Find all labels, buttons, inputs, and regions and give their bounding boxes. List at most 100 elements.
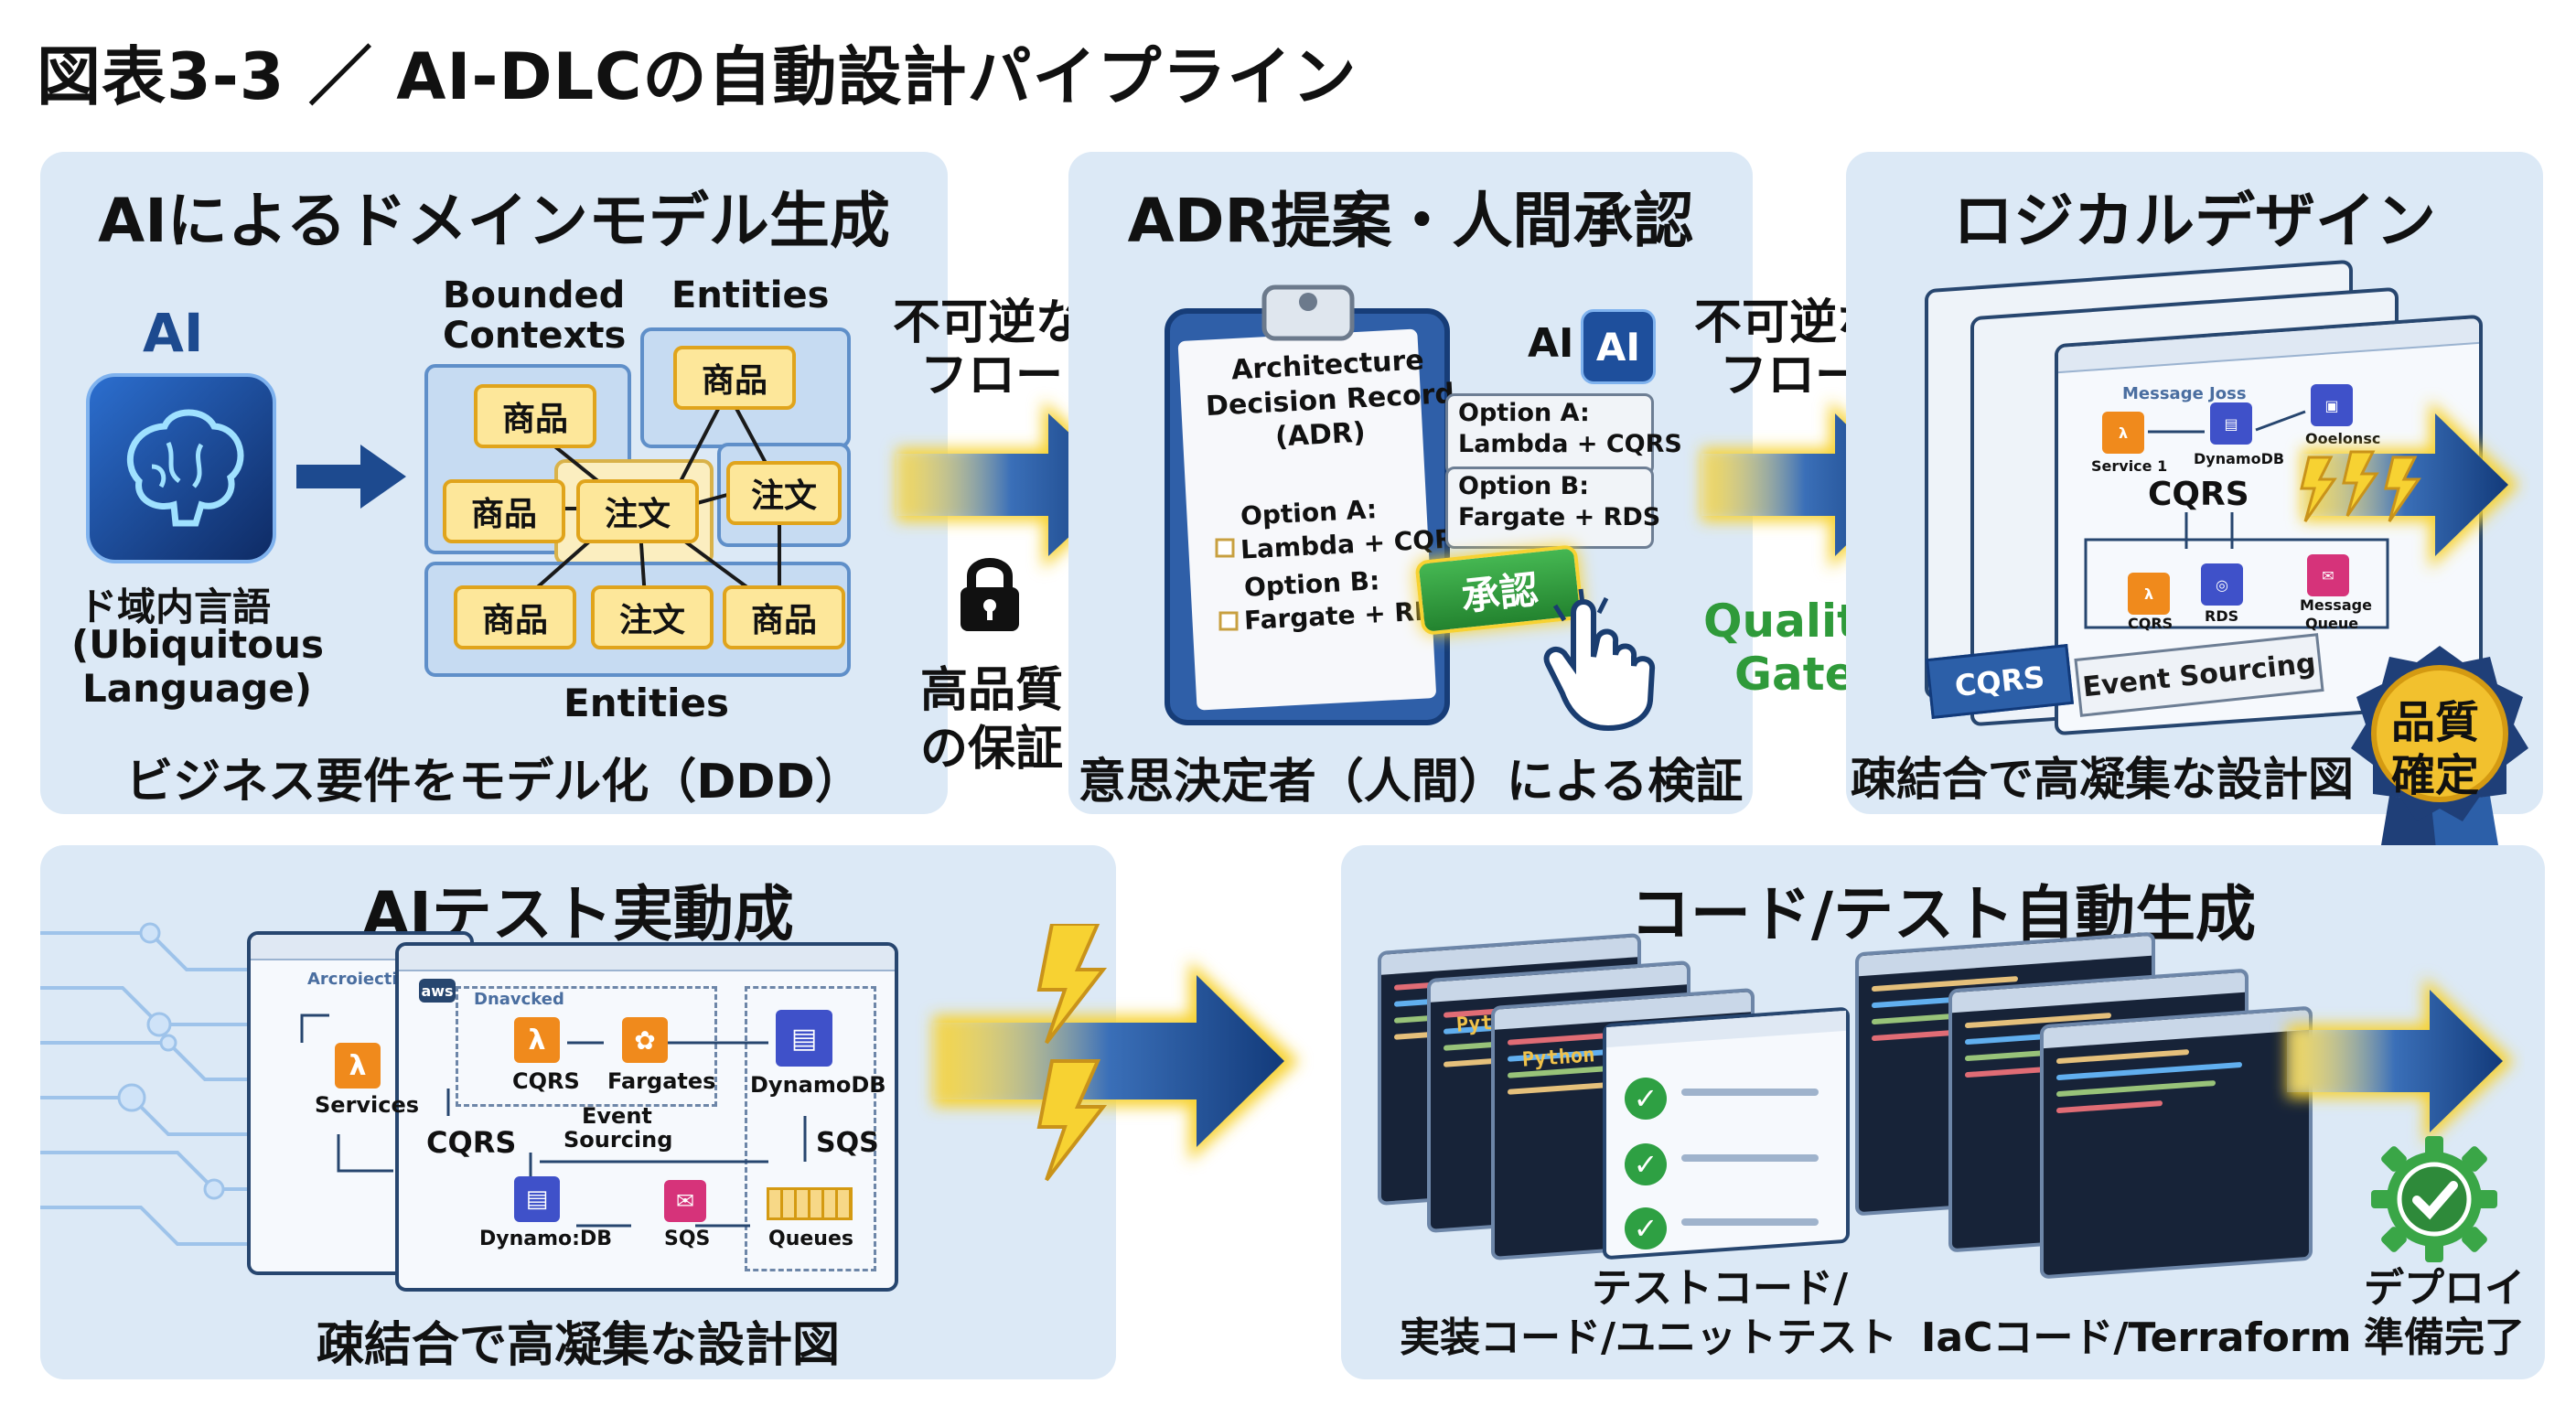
rds-label: RDS — [2205, 607, 2239, 625]
entity-chip: 注文 — [726, 461, 842, 525]
rds-icon: ◎ — [2201, 563, 2243, 606]
lock-icon — [957, 552, 1023, 637]
ai-badge: AI — [1581, 309, 1656, 384]
language-label-line2: (Ubiquitous — [71, 622, 324, 667]
entity-chip: 商品 — [443, 479, 565, 543]
approve-button-label: 承認 — [1458, 566, 1540, 619]
group-label: Dnavcked — [474, 990, 564, 1009]
quality-fixed-label-line2: 確定 — [2391, 750, 2480, 801]
entity-chip: 注文 — [591, 585, 714, 649]
stage-domain-model-caption: ビジネス要件をモデル化（DDD） — [125, 755, 863, 810]
cqrs-label: CQRS — [2148, 476, 2249, 513]
deploy-ready-label-line2: 準備完了 — [2364, 1314, 2525, 1361]
architecture-window — [395, 942, 898, 1292]
dynamodb-label: DynamoDB — [2194, 450, 2285, 467]
bubble-option-b-line1: Option B: — [1458, 472, 1589, 500]
irreversible-flow-label-line2: フロー — [1720, 349, 1863, 403]
adr-title-line3: (ADR) — [1274, 416, 1367, 454]
quality-assurance-label-line1: 高品質 — [920, 663, 1064, 718]
aws-logo-label: aws — [421, 981, 454, 1000]
check-icon: ✓ — [1625, 1207, 1667, 1249]
lightning-icon — [1036, 1059, 1108, 1182]
stage-test-generation-caption: 疎結合で高凝集な設計図 — [316, 1318, 840, 1373]
bounded-contexts-label-line2: Contexts — [443, 315, 627, 357]
arrow-right-icon — [296, 445, 406, 512]
other-service-label: Ooelonsc — [2305, 430, 2381, 447]
event-sourcing-label-line1: Event — [582, 1103, 652, 1129]
architecture-connectors — [300, 1014, 807, 1228]
stage-adr-title: ADR提案・人間承認 — [1127, 186, 1694, 256]
language-label-line1: ド域内言語 — [79, 585, 272, 629]
bubble-option-b-line2: Fargate + RDS — [1458, 503, 1661, 531]
lambda-icon: λ — [2102, 412, 2144, 454]
lambda-icon: λ — [335, 1043, 381, 1089]
entity-chip: 商品 — [723, 585, 845, 649]
flow-arrow — [915, 922, 1317, 1202]
dynamodb-icon: ▤ — [2210, 402, 2252, 445]
language-label-line3: Language) — [82, 666, 313, 711]
cqrs-small-label: CQRS — [2128, 615, 2174, 632]
event-sourcing-label-line2: Sourcing — [564, 1127, 673, 1153]
check-icon: ✓ — [1625, 1143, 1667, 1185]
entities-top-label: Entities — [671, 274, 830, 316]
gear-check-icon — [2366, 1131, 2503, 1271]
quality-fixed-label-line1: 品質 — [2391, 697, 2480, 748]
deploy-ready-label-line1: デプロイ — [2364, 1265, 2525, 1312]
event-sourcing-tag-label: Event Sourcing — [2080, 647, 2318, 703]
sqs-right-label: SQS — [816, 1127, 879, 1159]
sqs-label: SQS — [664, 1228, 711, 1250]
mq-label-line2: Queue — [2305, 615, 2359, 632]
fargate-icon: ✿ — [622, 1017, 668, 1063]
stage-logical-design-title: ロジカルデザイン — [1953, 186, 2436, 256]
hand-cursor-icon — [1537, 585, 1692, 735]
dynamodb-label: DynamoDB — [750, 1072, 886, 1098]
entities-bottom-label: Entities — [564, 681, 730, 725]
ai-text-label: AI — [1528, 320, 1574, 367]
lightning-icon — [2283, 384, 2530, 589]
irreversible-flow-label-line1: 不可逆な — [893, 295, 1084, 350]
test-code-caption-line2: 実装コード/ユニットテスト — [1400, 1314, 1898, 1361]
lightning-icon — [1036, 922, 1108, 1045]
cqrs-left-label: CQRS — [426, 1125, 517, 1160]
bubble-option-a-line1: Option A: — [1458, 399, 1590, 427]
iac-caption: IaCコード/Terraform — [1921, 1314, 2352, 1361]
test-line — [1681, 1154, 1819, 1162]
sqs-icon: ✉ — [664, 1180, 706, 1222]
bubble-option-a-line2: Lambda + CQRS — [1458, 430, 1682, 458]
queue-icon — [767, 1187, 853, 1220]
service-icon: ▣ — [2311, 384, 2353, 426]
page-title: 図表3-3 ／ AI-DLCの自動設計パイプライン — [37, 39, 1358, 114]
lambda-icon: λ — [514, 1017, 560, 1063]
message-queue-icon: ✉ — [2307, 554, 2349, 596]
entity-chip: 商品 — [454, 585, 576, 649]
clipboard-icon — [1162, 274, 1454, 735]
quality-assurance-label-line2: の保証 — [920, 722, 1064, 777]
stage-adr-caption: 意思決定者（人間）による検証 — [1078, 755, 1744, 810]
entity-chip: 商品 — [474, 384, 596, 448]
stage-logical-design-caption: 疎結合で高凝集な設計図 — [1851, 753, 2354, 806]
flow-arrow — [2269, 960, 2525, 1165]
mq-label-line1: Message — [2300, 596, 2372, 614]
dynamodb-icon: ▤ — [776, 1010, 832, 1067]
cqrs-tag-label: CQRS — [1953, 659, 2046, 704]
cqrs-service-label: CQRS — [512, 1068, 580, 1094]
brain-icon — [84, 371, 278, 565]
stage-domain-model-title: AIによるドメインモデル生成 — [98, 186, 890, 256]
quality-gate-label-line2: Gate — [1734, 648, 1856, 701]
fargate-label: Fargates — [607, 1068, 716, 1094]
dynamodb-icon: ▤ — [514, 1176, 560, 1222]
check-icon: ✓ — [1625, 1078, 1667, 1120]
queues-label: Queues — [768, 1228, 853, 1250]
aws-group-box — [745, 986, 876, 1271]
ai-badge-text: AI — [1595, 324, 1641, 370]
lambda-icon: λ — [2128, 573, 2170, 615]
test-code-caption-line1: テストコード/ — [1592, 1265, 1849, 1312]
design-connectors — [2084, 410, 2389, 629]
services-label: Services — [315, 1092, 420, 1118]
test-line — [1681, 1089, 1819, 1096]
entity-chip: 注文 — [576, 479, 699, 543]
bounded-contexts-label-line1: Bounded — [443, 274, 626, 316]
side-window-header: Arcroiection — [307, 970, 421, 989]
dynamodb2-label: Dynamo:DB — [479, 1228, 612, 1250]
irreversible-flow-label-line2: フロー — [920, 349, 1064, 403]
